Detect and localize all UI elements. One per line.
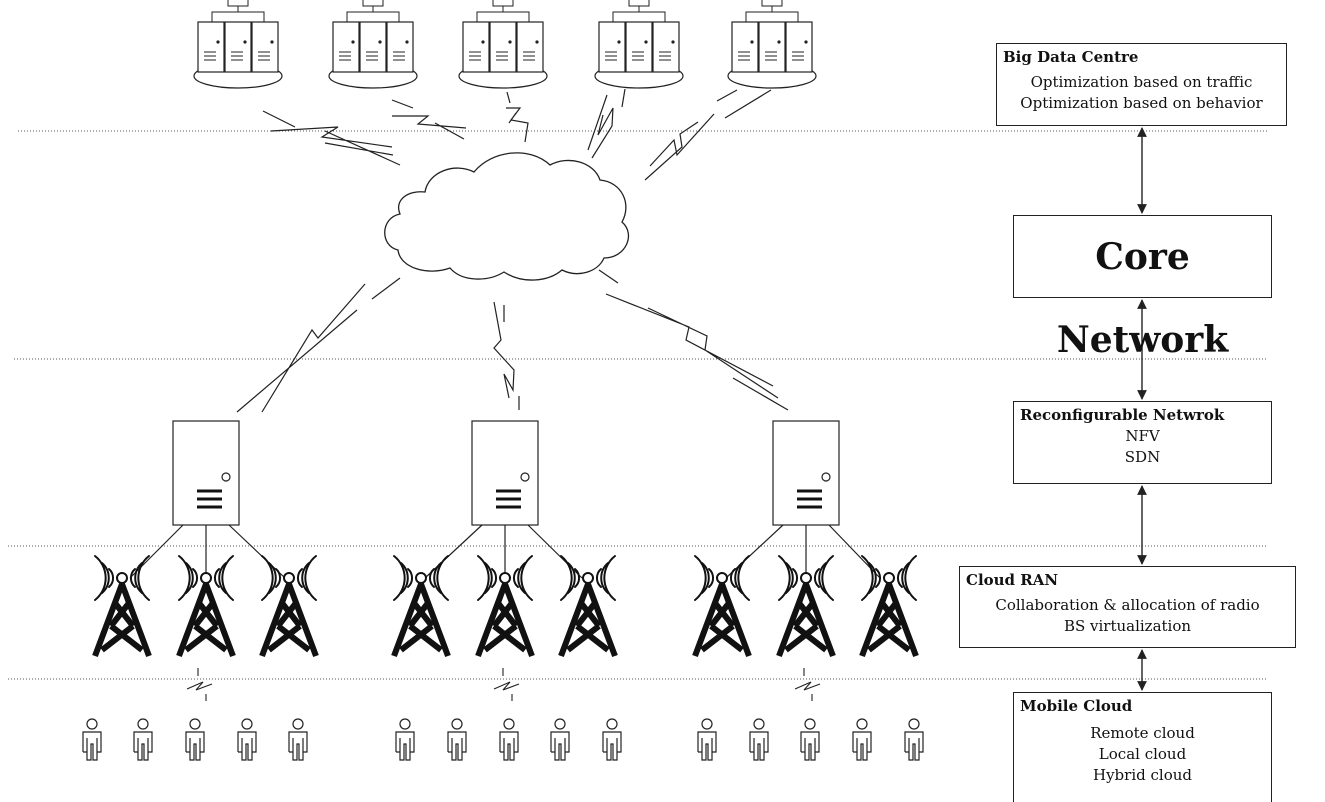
user-icon <box>904 718 924 761</box>
user-icon <box>237 718 257 761</box>
wireless-link <box>262 110 401 166</box>
user-icon <box>749 718 769 761</box>
wireless-link <box>598 269 789 411</box>
cloud-ran-line-1: Collaboration & allocation of radio <box>995 596 1260 614</box>
wireless-link <box>587 88 626 159</box>
wireless-link <box>493 301 520 410</box>
tower-icon <box>95 556 149 656</box>
data-center-1-icon <box>194 0 282 88</box>
mobile-users <box>82 718 924 761</box>
baseband-units <box>171 419 841 527</box>
radio-link <box>493 668 520 701</box>
user-icon <box>185 718 205 761</box>
radio-link <box>794 668 821 701</box>
core-network-box: Core Network <box>1013 215 1272 361</box>
user-icon <box>550 718 570 761</box>
fronthaul-link <box>424 524 583 579</box>
cloud-ran-box: Cloud RAN Collaboration & allocation of … <box>959 566 1296 648</box>
baseband-unit-1-icon <box>171 419 241 527</box>
core-network-title: Core Network <box>1056 236 1229 361</box>
wireless-link <box>506 91 529 143</box>
baseband-unit-3-icon <box>771 419 841 527</box>
tower-icon <box>561 556 615 656</box>
reconfigurable-network-title: Reconfigurable Netwrok <box>1020 406 1225 424</box>
wireless-links-middle <box>236 269 789 413</box>
data-center-2-icon <box>329 0 417 88</box>
wireless-link <box>644 89 772 181</box>
user-icon <box>852 718 872 761</box>
data-centers <box>194 0 816 88</box>
user-icon <box>697 718 717 761</box>
big-data-line-1: Optimization based on traffic <box>1030 73 1253 91</box>
reconfigurable-network-box: Reconfigurable Netwrok NFV SDN <box>1013 401 1272 484</box>
mobile-cloud-line-1: Remote cloud <box>1090 724 1195 742</box>
cloud-ran-title: Cloud RAN <box>966 571 1059 589</box>
tower-icon <box>695 556 749 656</box>
user-icon <box>82 718 102 761</box>
big-data-line-2: Optimization based on behavior <box>1020 94 1263 112</box>
baseband-unit-2-icon <box>470 419 540 527</box>
fronthaul-link <box>129 524 286 579</box>
user-icon <box>602 718 622 761</box>
mobile-cloud-line-3: Hybrid cloud <box>1093 766 1192 784</box>
fronthaul-link <box>725 524 881 579</box>
data-center-4-icon <box>595 0 683 88</box>
data-center-3-icon <box>459 0 547 88</box>
radio-links-bottom <box>186 668 821 701</box>
fronthaul-links <box>129 524 881 579</box>
user-icon <box>133 718 153 761</box>
mobile-cloud-line-2: Local cloud <box>1098 745 1187 763</box>
radio-link <box>186 668 213 701</box>
big-data-centre-title: Big Data Centre <box>1003 48 1139 66</box>
cloud-icon <box>384 152 630 281</box>
cloud-ran-line-2: BS virtualization <box>1063 617 1192 635</box>
tower-icon <box>394 556 448 656</box>
user-icon <box>395 718 415 761</box>
wireless-link <box>391 99 467 140</box>
user-icon <box>499 718 519 761</box>
wireless-link <box>236 277 401 413</box>
mobile-cloud-box: Mobile Cloud Remote cloud Local cloud Hy… <box>1013 692 1272 802</box>
tower-icon <box>262 556 316 656</box>
tower-icon <box>862 556 916 656</box>
user-icon <box>800 718 820 761</box>
reconfigurable-line-1: NFV <box>1125 427 1160 445</box>
wireless-links-top <box>262 88 772 181</box>
reconfigurable-line-2: SDN <box>1124 448 1161 466</box>
layer-dividers <box>8 130 1268 680</box>
big-data-centre-box: Big Data Centre Optimization based on tr… <box>996 43 1287 126</box>
data-center-5-icon <box>728 0 816 88</box>
mobile-cloud-title: Mobile Cloud <box>1020 697 1133 715</box>
user-icon <box>288 718 308 761</box>
user-icon <box>447 718 467 761</box>
